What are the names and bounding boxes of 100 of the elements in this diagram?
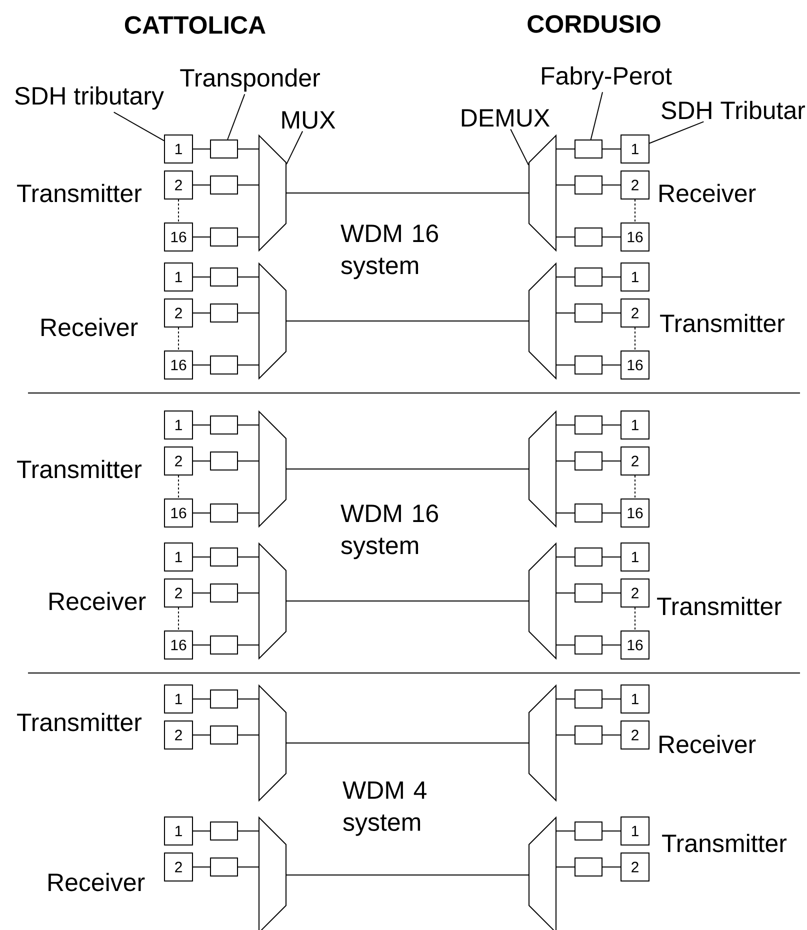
tributary-box: 2 xyxy=(164,852,193,882)
transponder-box xyxy=(210,452,238,470)
transponder-box xyxy=(574,416,602,434)
tributary-box: 1 xyxy=(164,410,193,440)
connector-line xyxy=(602,830,621,832)
side-label: Transmitter xyxy=(17,712,142,732)
connector-line xyxy=(238,556,259,558)
transponder-box xyxy=(574,228,602,246)
transponder-box xyxy=(210,416,238,434)
tributary-box: 1 xyxy=(620,816,650,846)
side-label: Transmitter xyxy=(662,834,787,852)
connector-line xyxy=(238,364,259,366)
connector-line xyxy=(556,866,575,868)
connector-line xyxy=(192,148,210,150)
connector-line xyxy=(602,866,621,868)
side-label: Transmitter xyxy=(660,314,785,332)
leader-label: MUX xyxy=(282,111,336,129)
transponder-box xyxy=(574,304,602,322)
side-label: Receiver xyxy=(660,734,756,754)
dotted-line xyxy=(634,327,636,351)
tributary-box: 2 xyxy=(620,446,650,476)
side-label: Receiver xyxy=(50,592,146,610)
transponder-box xyxy=(574,452,602,470)
connector-line xyxy=(238,424,259,426)
transponder-box xyxy=(210,304,238,322)
tributary-box: 2 xyxy=(164,446,193,476)
side-label: Receiver xyxy=(42,318,138,336)
connector-line xyxy=(602,424,621,426)
connector-line xyxy=(602,734,621,736)
tributary-box: 16 xyxy=(620,498,650,528)
tributary-box: 2 xyxy=(164,578,193,608)
tributary-box: 1 xyxy=(164,542,193,572)
tributary-box: 1 xyxy=(620,134,650,164)
tributary-box: 2 xyxy=(620,578,650,608)
connector-line xyxy=(238,866,259,868)
tributary-box: 16 xyxy=(620,222,650,252)
connector-line xyxy=(238,312,259,314)
fiber-line xyxy=(286,192,529,194)
tributary-box: 1 xyxy=(164,816,193,846)
connector-line xyxy=(602,592,621,594)
dotted-line xyxy=(178,327,179,351)
tributary-box: 16 xyxy=(620,350,650,380)
connector-line xyxy=(192,460,210,462)
system-label: WDM 16 system xyxy=(340,504,438,560)
site-heading: CORDUSIO xyxy=(528,15,660,33)
leader-label: Transponder xyxy=(180,68,320,92)
leader-line xyxy=(649,121,704,144)
tributary-box: 16 xyxy=(164,222,193,252)
leader-label: SDH tributary xyxy=(15,86,164,110)
transponder-box xyxy=(210,822,238,840)
transponder-box xyxy=(574,584,602,602)
connector-line xyxy=(602,276,621,278)
connector-line xyxy=(192,698,210,700)
side-label: Transmitter xyxy=(17,460,142,478)
connector-line xyxy=(238,460,259,462)
connector-line xyxy=(602,312,621,314)
leader-label: SDH Tributar xyxy=(662,100,805,120)
dotted-line xyxy=(178,607,179,631)
connector-line xyxy=(192,184,210,186)
side-label: Receiver xyxy=(48,872,145,892)
side-label: Transmitter xyxy=(17,184,142,202)
transponder-box xyxy=(210,268,238,286)
transponder-box xyxy=(574,548,602,566)
connector-line xyxy=(602,512,621,514)
tributary-box: 16 xyxy=(164,350,193,380)
side-label: Receiver xyxy=(660,184,756,202)
connector-line xyxy=(556,236,575,238)
leader-line xyxy=(510,128,529,166)
connector-line xyxy=(192,512,210,514)
connector-line xyxy=(556,644,575,646)
connector-line xyxy=(556,734,575,736)
transponder-box xyxy=(210,140,238,158)
transponder-box xyxy=(574,822,602,840)
dotted-line xyxy=(634,475,636,499)
transponder-box xyxy=(210,636,238,654)
transponder-box xyxy=(210,690,238,708)
connector-line xyxy=(556,364,575,366)
connector-line xyxy=(556,148,575,150)
transponder-box xyxy=(574,356,602,374)
connector-line xyxy=(556,312,575,314)
connector-line xyxy=(602,644,621,646)
connector-line xyxy=(556,460,575,462)
connector-line xyxy=(192,276,210,278)
fiber-line xyxy=(286,468,529,470)
leader-line xyxy=(286,130,304,165)
connector-line xyxy=(192,312,210,314)
tributary-box: 2 xyxy=(620,720,650,750)
connector-line xyxy=(238,734,259,736)
dotted-line xyxy=(634,199,636,223)
transponder-box xyxy=(210,504,238,522)
connector-line xyxy=(192,644,210,646)
connector-line xyxy=(192,556,210,558)
transponder-box xyxy=(210,584,238,602)
connector-line xyxy=(192,592,210,594)
tributary-box: 2 xyxy=(164,170,193,200)
connector-line xyxy=(602,184,621,186)
tributary-box: 2 xyxy=(164,720,193,750)
transponder-box xyxy=(574,140,602,158)
connector-line xyxy=(238,276,259,278)
connector-line xyxy=(602,698,621,700)
